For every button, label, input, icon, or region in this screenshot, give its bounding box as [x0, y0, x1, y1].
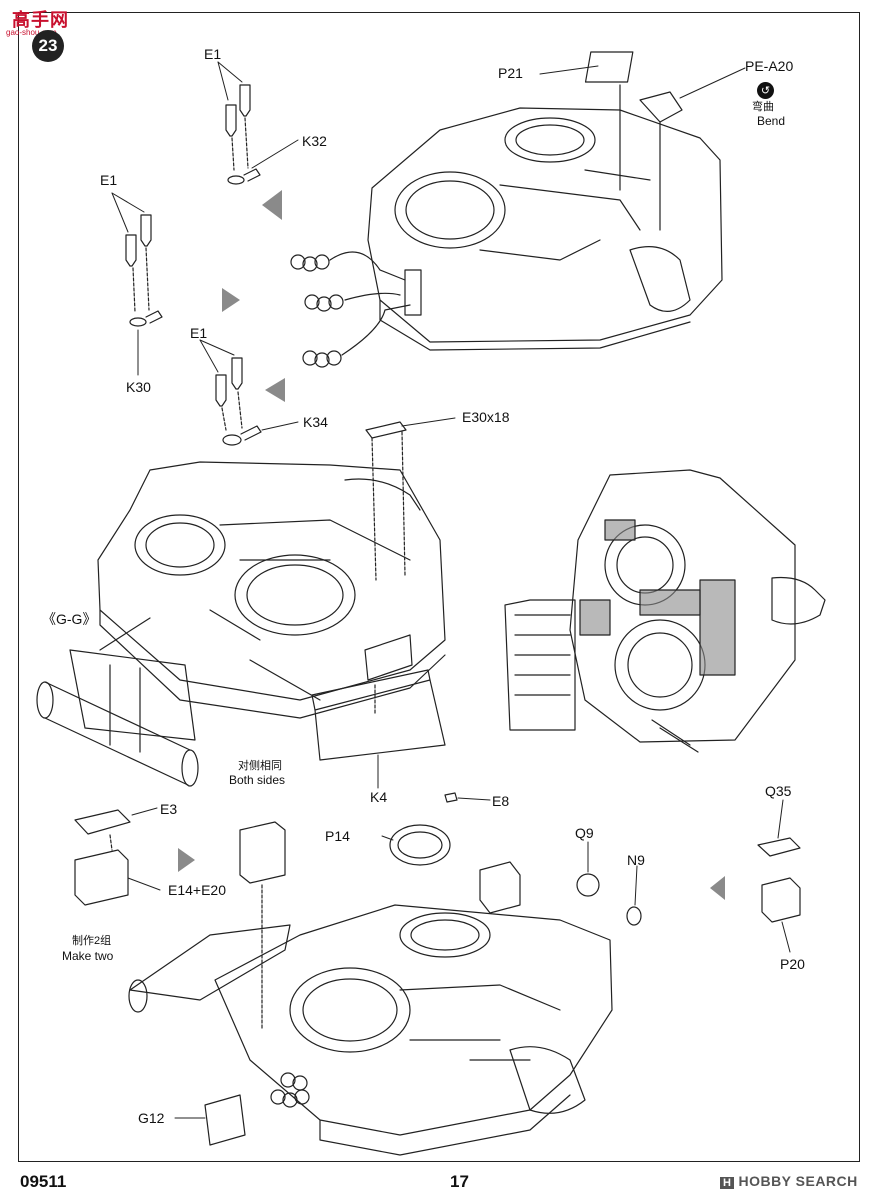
label-q35: Q35 [765, 783, 792, 799]
turret-top-view [504, 469, 826, 753]
leader-lines [111, 61, 791, 1119]
label-e1-a: E1 [204, 46, 222, 62]
label-both-sides-en: Both sides [229, 773, 286, 787]
label-e1-c: E1 [190, 325, 208, 341]
label-e8: E8 [492, 793, 510, 809]
label-k30: K30 [126, 379, 151, 395]
label-g12: G12 [138, 1110, 165, 1126]
page-frame [18, 12, 860, 1162]
footer-kit-code: 09511 [20, 1172, 67, 1191]
label-k4: K4 [370, 789, 388, 805]
label-e14-e20: E14+E20 [168, 882, 226, 898]
label-k34: K34 [303, 414, 328, 430]
e1-k34-parts [215, 357, 262, 446]
turret-middle-assembly [97, 421, 446, 719]
watermark-logo: 高手网 [12, 10, 69, 30]
label-make-two-cn: 制作2组 [72, 935, 112, 947]
footer-page-number: 17 [450, 1172, 469, 1191]
label-p14: P14 [325, 828, 350, 844]
label-n9: N9 [627, 852, 645, 868]
label-p20: P20 [780, 956, 805, 972]
e1-k30-parts [125, 214, 163, 327]
watermark-url: gao-shou.com [6, 28, 57, 37]
label-bend-cn: 弯曲 [752, 101, 774, 113]
hobby-search-text: HOBBY SEARCH [738, 1173, 858, 1189]
label-pe-a20: PE-A20 [745, 58, 794, 74]
k4-plate [249, 634, 446, 761]
e1-k32-parts [225, 84, 261, 185]
step-number-badge: 23 [32, 30, 64, 62]
label-e30x18: E30x18 [462, 409, 510, 425]
label-bend-en: Bend [757, 114, 786, 128]
gg-stowage-rack [36, 617, 199, 787]
bend-icon: ↺ [757, 82, 774, 99]
turret-top-assembly [367, 51, 723, 351]
label-e1-b: E1 [100, 172, 118, 188]
label-gg: 《G-G》 [42, 611, 97, 627]
label-k32: K32 [302, 133, 327, 149]
bottom-small-parts [74, 792, 801, 1146]
turret-bottom-assembly [128, 904, 613, 1156]
direction-arrows [178, 190, 725, 900]
label-both-sides-cn: 对侧相同 [238, 760, 282, 772]
label-e3: E3 [160, 801, 178, 817]
hobby-search-logo-box: H [720, 1177, 735, 1189]
label-make-two-en: Make two [62, 949, 114, 963]
smoke-dischargers-top [290, 251, 422, 368]
label-p21: P21 [498, 65, 523, 81]
label-q9: Q9 [575, 825, 594, 841]
